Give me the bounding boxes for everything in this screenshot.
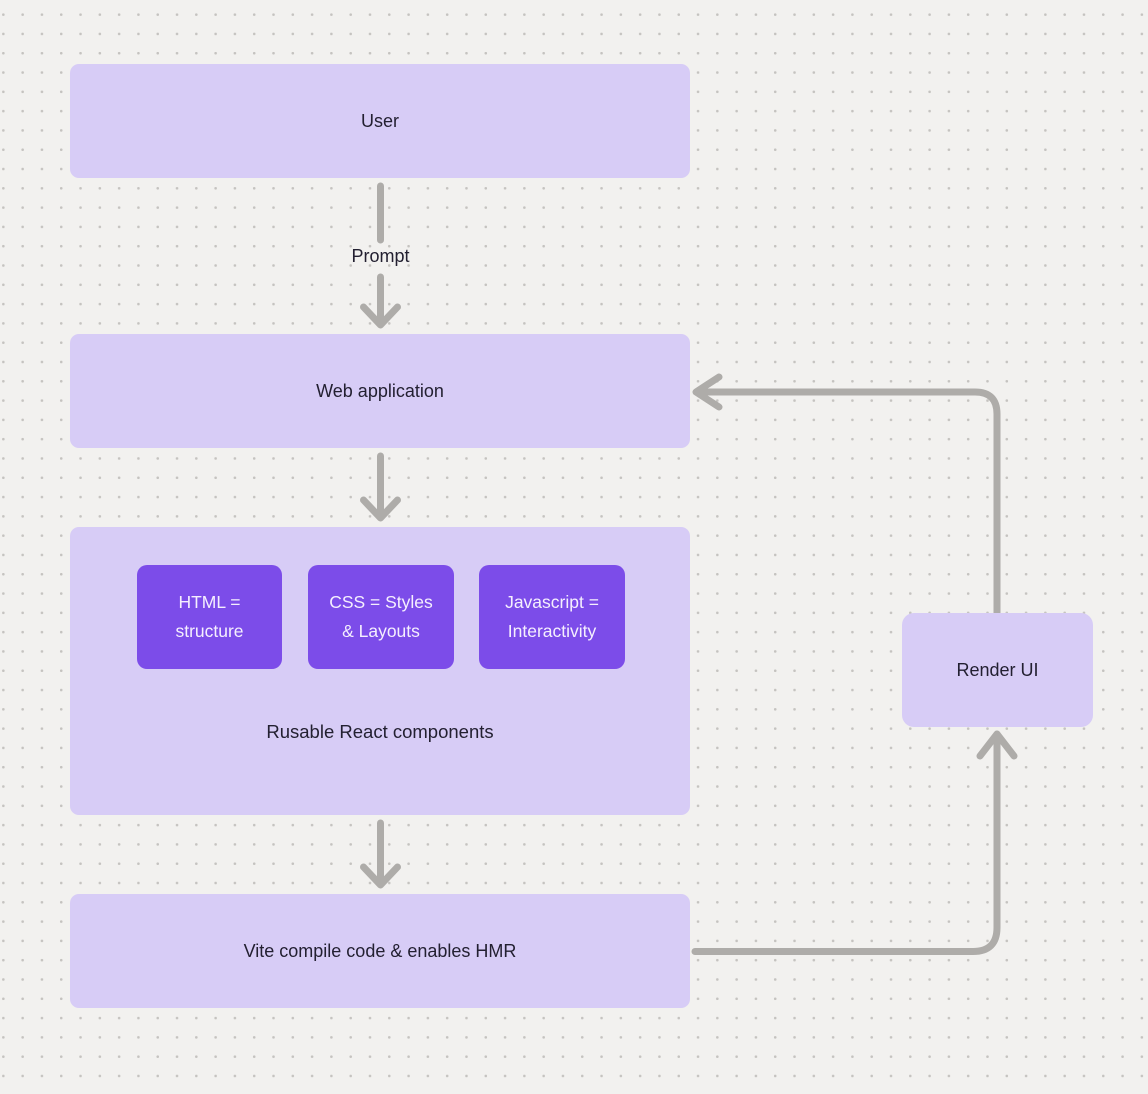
node-vite: Vite compile code & enables HMR bbox=[70, 894, 690, 1008]
node-render-ui-label: Render UI bbox=[956, 660, 1039, 680]
node-javascript: Javascript = Interactivity bbox=[479, 565, 625, 669]
node-css-label: CSS = Styles & Layouts bbox=[329, 592, 433, 641]
edge-label-prompt: Prompt bbox=[351, 246, 410, 266]
arrowhead-down-icon bbox=[360, 303, 401, 329]
arrowhead-down-icon bbox=[360, 863, 401, 889]
node-html: HTML = structure bbox=[137, 565, 282, 669]
group-react-components: HTML = structure CSS = Styles & Layouts … bbox=[70, 527, 690, 815]
node-javascript-label: Javascript = Interactivity bbox=[505, 592, 599, 641]
node-user-label: User bbox=[360, 111, 399, 131]
node-web-application: Web application bbox=[70, 334, 690, 448]
node-html-label: HTML = structure bbox=[175, 592, 244, 641]
node-render-ui: Render UI bbox=[902, 613, 1093, 727]
arrowhead-up-icon bbox=[976, 730, 1018, 760]
node-user: User bbox=[70, 64, 690, 178]
group-react-components-caption: Rusable React components bbox=[266, 721, 494, 742]
node-vite-label: Vite compile code & enables HMR bbox=[243, 941, 517, 961]
arrowhead-down-icon bbox=[360, 496, 401, 522]
arrowhead-left-icon bbox=[692, 373, 723, 411]
node-css: CSS = Styles & Layouts bbox=[308, 565, 454, 669]
edge-render-ui-to-web-application bbox=[699, 388, 1001, 617]
edge-vite-to-render-ui bbox=[691, 736, 1001, 955]
node-web-application-label: Web application bbox=[316, 381, 444, 401]
